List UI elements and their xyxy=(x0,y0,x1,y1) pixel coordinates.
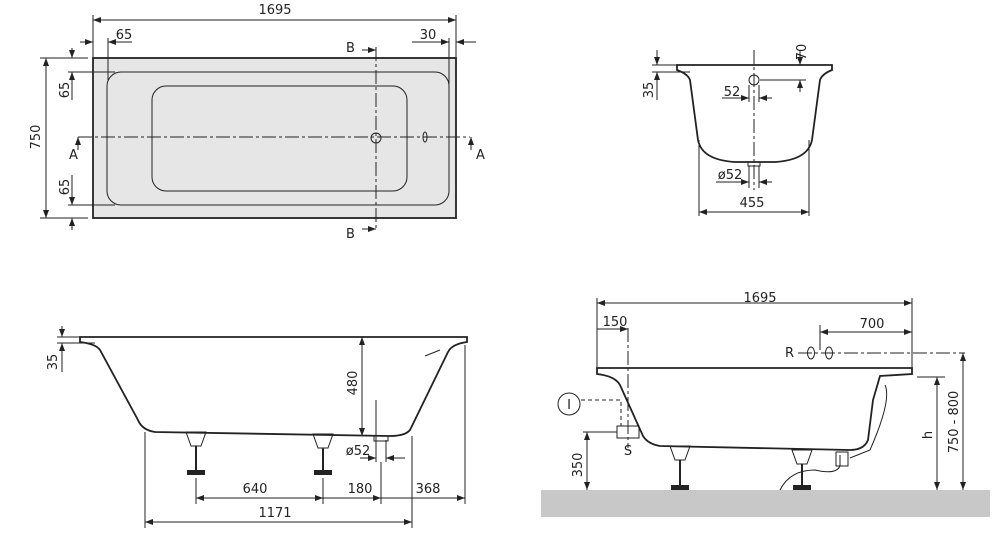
dim-rim-right: 30 xyxy=(420,28,437,43)
dim-tap-offset: 700 xyxy=(860,317,885,332)
dim-drain-dia: ø52 xyxy=(718,168,743,183)
dim-rim-height: 35 xyxy=(46,354,61,371)
tub-installed-profile xyxy=(596,367,913,451)
side-view: 35 480 ø52 640 180 368 1171 xyxy=(46,326,468,528)
dim-width: 750 xyxy=(29,125,44,150)
tap-label: R xyxy=(785,346,794,361)
inlet-label: I xyxy=(567,398,571,413)
dim-drain-offset: 180 xyxy=(348,482,373,497)
section-a-label-left: A xyxy=(69,148,78,163)
dim-rim-height: 35 xyxy=(642,82,657,99)
inlet-symbol xyxy=(557,392,581,416)
foot-right xyxy=(791,449,813,490)
foot-left xyxy=(669,445,691,490)
dim-foot-spacing: 640 xyxy=(243,482,268,497)
dim-bottom-width: 455 xyxy=(740,196,765,211)
foot-right xyxy=(312,433,334,475)
waste-pipe xyxy=(779,455,841,491)
dim-length: 1695 xyxy=(258,3,291,18)
overflow-icon xyxy=(422,131,428,143)
top-view: 1695 65 30 750 65 65 A A B B xyxy=(29,3,485,242)
dim-overflow-offset: 70 xyxy=(795,44,810,61)
section-a-label-right: A xyxy=(476,148,485,163)
dim-depth: 480 xyxy=(346,371,361,396)
dim-overflow-dia: 52 xyxy=(724,85,741,100)
foot-left xyxy=(185,431,207,475)
section-b-label-bottom: B xyxy=(346,227,355,242)
drain-icon xyxy=(370,132,382,144)
dim-end-offset: 368 xyxy=(416,482,441,497)
siphon-label: S xyxy=(624,444,632,459)
dim-rim-left: 65 xyxy=(116,28,133,43)
dim-h: h xyxy=(921,431,936,439)
section-b-label-top: B xyxy=(346,41,355,56)
install-view: 1695 150 700 R I S 350 h 750 - 800 xyxy=(541,291,990,517)
tub-side-profile xyxy=(79,336,468,437)
tub-bottom xyxy=(151,85,408,192)
end-view: 35 70 52 ø52 455 xyxy=(642,44,833,216)
dim-siphon-height: 350 xyxy=(571,453,586,478)
dim-rim-top: 65 xyxy=(58,82,73,99)
dim-drain-dia: ø52 xyxy=(346,444,371,459)
dim-rim-height-range: 750 - 800 xyxy=(947,391,962,454)
dim-overall-feet: 1171 xyxy=(258,506,291,521)
dim-rim-bottom: 65 xyxy=(58,179,73,196)
overflow-icon xyxy=(748,74,760,86)
tub-outline-top xyxy=(92,57,457,219)
dim-left-offset: 150 xyxy=(603,315,628,330)
dim-length: 1695 xyxy=(743,291,776,306)
floor xyxy=(541,490,990,517)
tub-inner-rim xyxy=(106,71,450,206)
